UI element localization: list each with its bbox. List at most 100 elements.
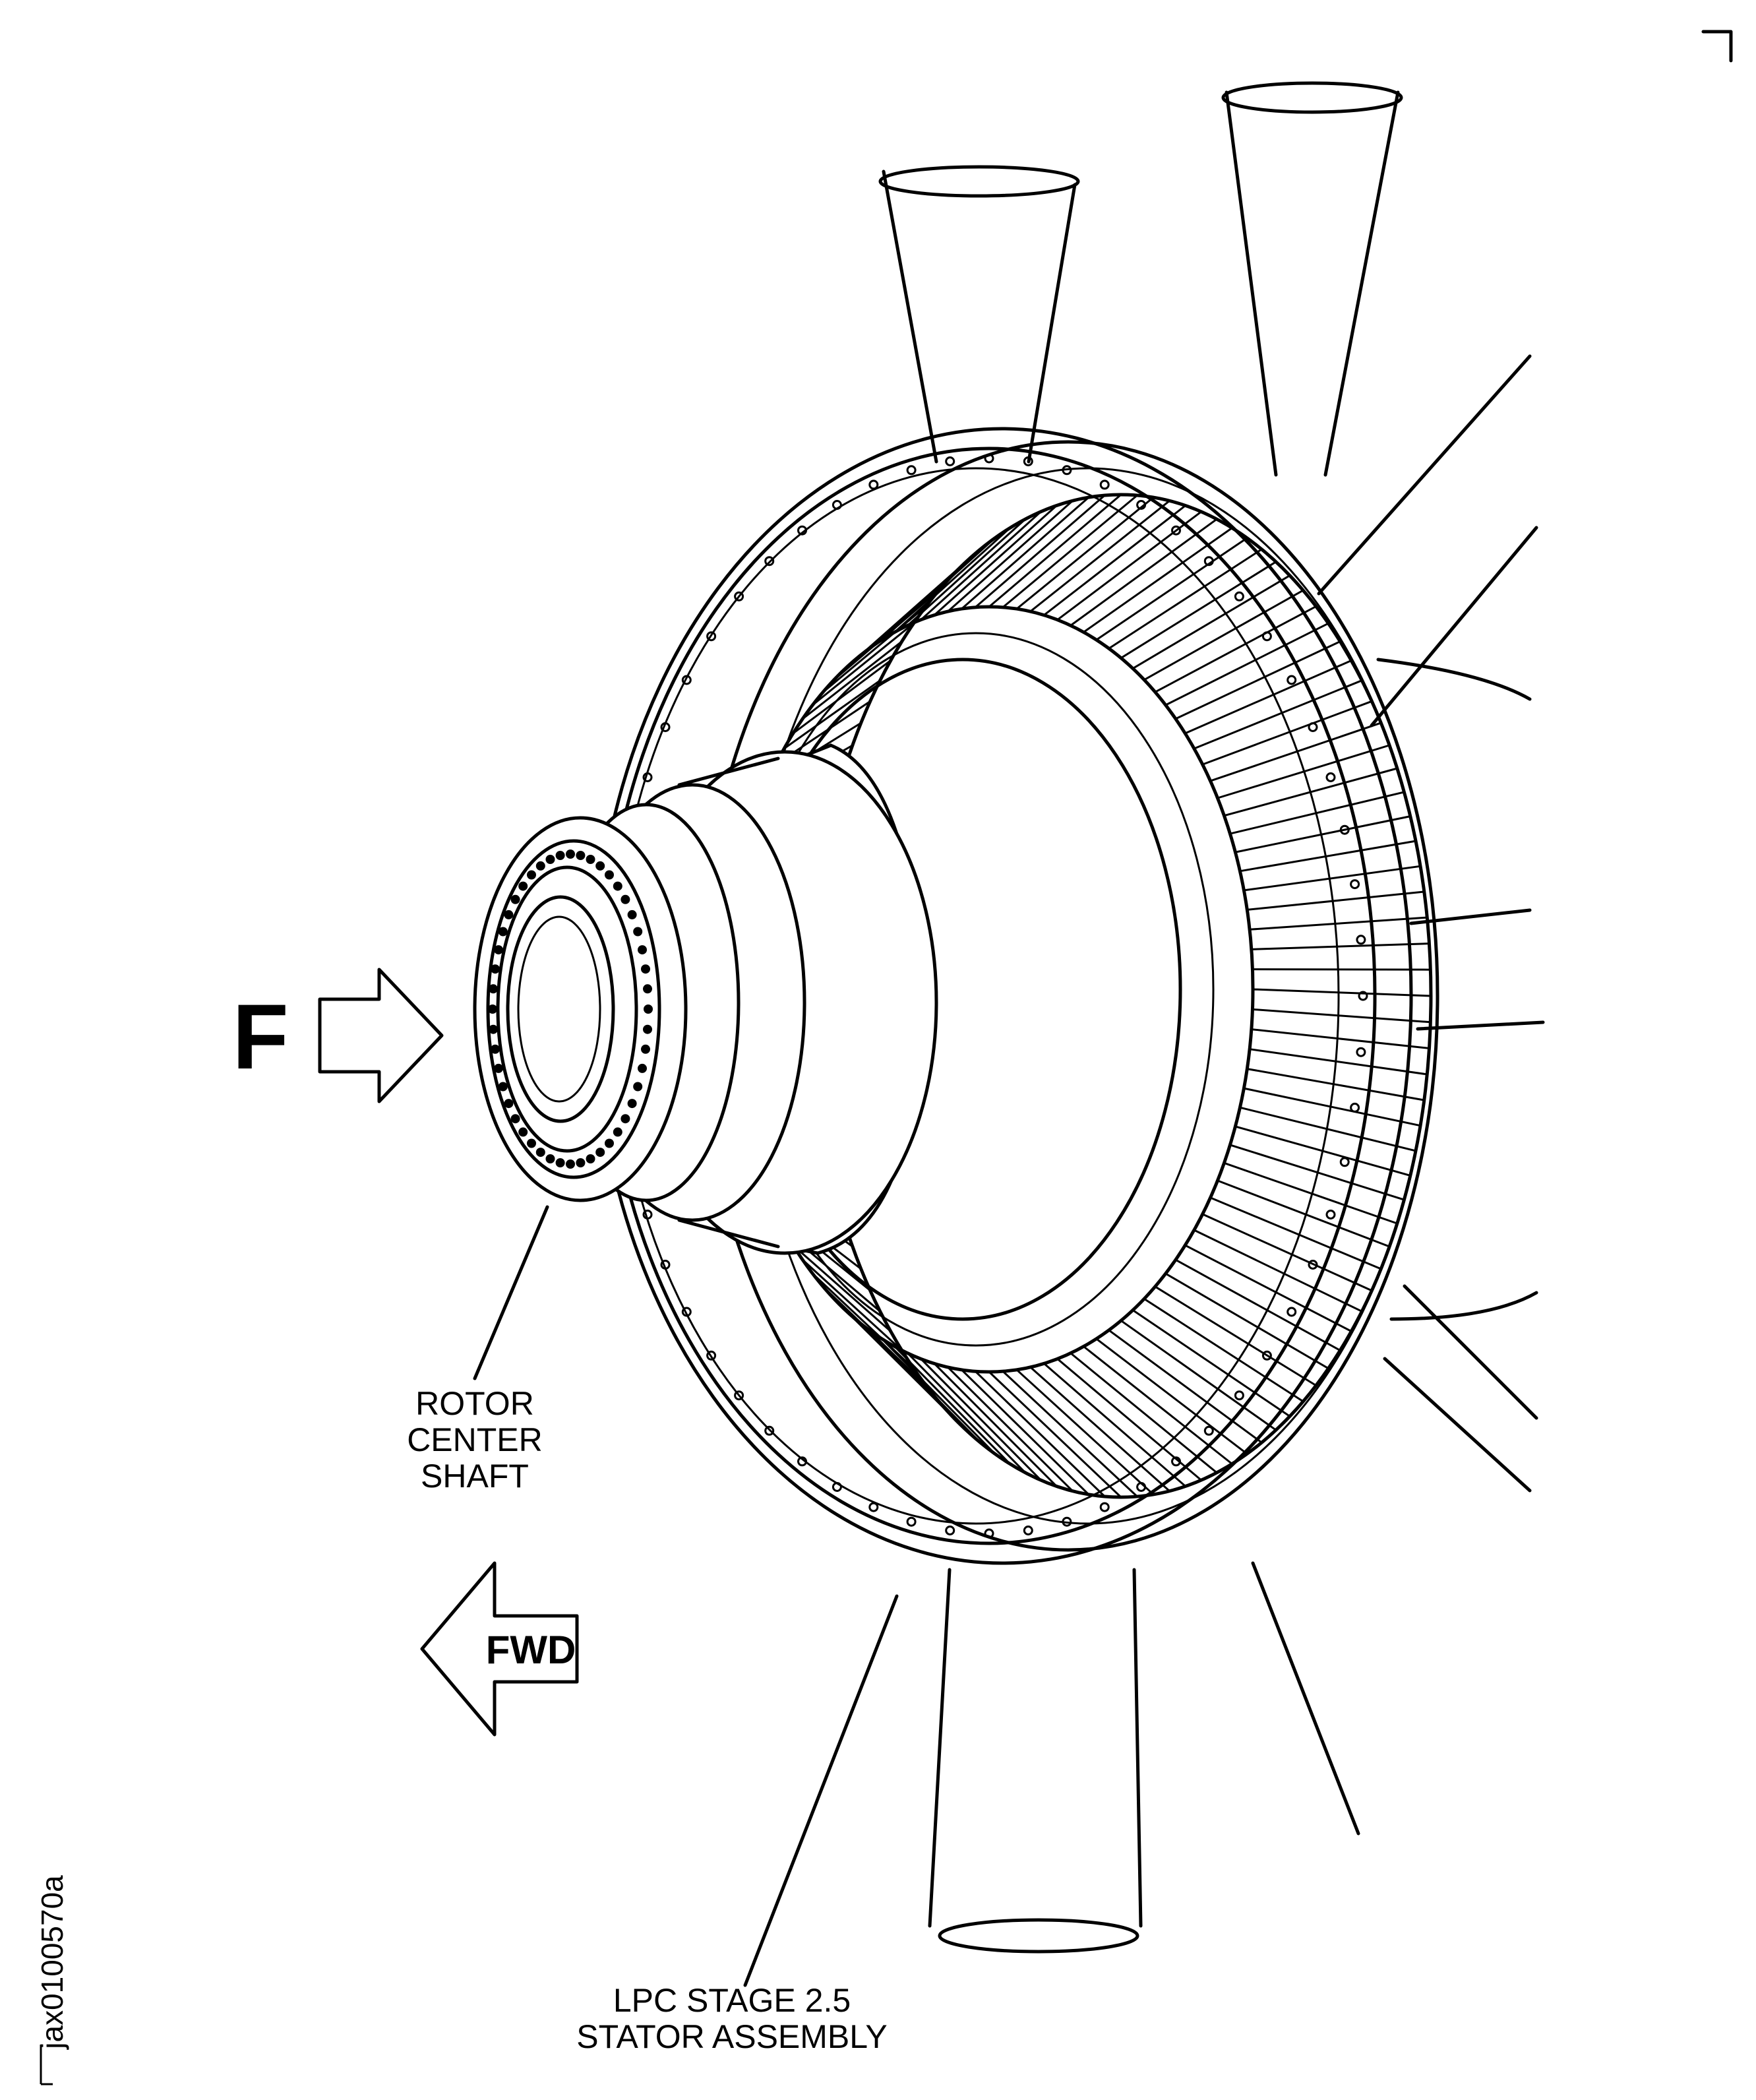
bolt-hole (906, 465, 917, 476)
spline-tooth (527, 1138, 536, 1148)
stator-vane (812, 1272, 915, 1369)
spline-tooth (638, 945, 647, 955)
stator-vane (1095, 1338, 1248, 1455)
bolt-hole (1308, 722, 1318, 732)
bolt-hole (1261, 631, 1272, 642)
stator-vane (1015, 497, 1155, 610)
spline-tooth (504, 1099, 514, 1109)
bolt-hole (945, 1526, 955, 1535)
stator-vane (792, 1244, 892, 1332)
spline-tooth (638, 1063, 647, 1073)
spline-tooth (555, 851, 565, 860)
stator-vane (1184, 1244, 1352, 1332)
bolt-hole (642, 1210, 653, 1220)
bolt-hole (1023, 456, 1033, 466)
stator-vane (1132, 1309, 1290, 1417)
rotor-label-line-1: ROTOR (415, 1385, 534, 1422)
figure-id-tick (40, 2045, 53, 2085)
bolt-hole (868, 479, 879, 490)
stator-vane (1251, 942, 1430, 950)
stator-vane (1217, 744, 1390, 799)
bolt-hole (945, 456, 955, 466)
stator-vane (1165, 622, 1329, 706)
bolt-hole (1099, 479, 1110, 490)
stator-vane (1235, 815, 1411, 853)
bolt-hole (642, 772, 653, 782)
bolt-hole (797, 1456, 807, 1467)
stator-vane (1070, 518, 1218, 627)
spline-tooth (510, 1114, 520, 1124)
spline-tooth (644, 1004, 653, 1014)
stator-vane (1202, 700, 1372, 766)
stator-vane (1083, 527, 1233, 633)
spline-tooth (621, 894, 630, 904)
spline-tooth (489, 1024, 498, 1034)
bolt-hole (660, 722, 671, 732)
stator-vane (802, 1258, 903, 1351)
stator-vane (907, 518, 1026, 627)
stator-vane (1249, 916, 1428, 931)
stator-vane (1234, 1125, 1411, 1177)
stator-vane (881, 1338, 996, 1455)
spline-tooth (545, 855, 555, 864)
bolt-hole (1325, 1210, 1336, 1220)
stator-vane (1229, 1144, 1405, 1201)
stator-vane (1209, 1196, 1381, 1270)
stator-vane (822, 605, 927, 693)
spline-tooth (494, 945, 503, 955)
spline-tooth (621, 1114, 630, 1124)
stator-vane (933, 505, 1058, 616)
stator-vane (1252, 1008, 1431, 1024)
stator-vane (1247, 890, 1424, 911)
stator-vane (802, 640, 903, 720)
stator-vane (961, 497, 1089, 610)
stator-label-line-1: LPC STAGE 2.5 (613, 1982, 851, 2019)
stator-vane (947, 500, 1074, 613)
stator-vane (1056, 1358, 1202, 1481)
bolt-hole (1203, 556, 1214, 567)
bolt-hole (1062, 1516, 1072, 1527)
bolt-hole (1136, 500, 1147, 510)
strut-vanes (878, 81, 1545, 1954)
stator-vane (1108, 548, 1263, 650)
spline-tooth (488, 1004, 497, 1014)
bolt-hole (1136, 1482, 1147, 1492)
bolt-hole (764, 556, 775, 567)
stator-vane (1029, 1366, 1170, 1492)
spline-tooth (643, 1024, 652, 1034)
stator-vane (988, 1371, 1122, 1498)
stator-vane (1240, 840, 1416, 873)
stator-vane (1070, 1352, 1218, 1473)
stator-vane (1194, 1229, 1362, 1312)
stator-vane (1143, 589, 1304, 681)
bolt-hole (1023, 1526, 1033, 1535)
spline-tooth (641, 1044, 650, 1054)
stator-vane (1056, 510, 1202, 621)
stator-vane (1002, 1371, 1138, 1498)
stator-vane (1015, 1369, 1155, 1495)
stator-vane (1244, 865, 1421, 892)
spline-tooth (566, 1159, 575, 1169)
bolt-hole (984, 453, 994, 464)
bolt-hole (797, 525, 807, 536)
rotor-center-shaft-body (473, 743, 938, 1255)
rotor-label-line-2: CENTER (407, 1421, 543, 1458)
spline-tooth (633, 1082, 643, 1092)
figure-id: jax0100570a (35, 1875, 69, 2051)
spline-tooth (494, 1063, 503, 1073)
spline-tooth (595, 861, 605, 871)
view-arrow (318, 968, 444, 1103)
stator-vane (1244, 1087, 1421, 1127)
stator-vane (1043, 1363, 1186, 1487)
stator-vane (783, 679, 881, 750)
stator-vane (881, 537, 996, 641)
stator-vane (920, 1358, 1042, 1481)
stator-vane (907, 1352, 1026, 1473)
stator-vane (1120, 1320, 1277, 1431)
bolt-hole (1339, 1157, 1350, 1167)
stator-vane (988, 493, 1122, 608)
stator-vane (1184, 660, 1352, 735)
bolt-hole (1308, 1260, 1318, 1270)
spline-tooth (491, 964, 500, 974)
stator-vane (1132, 574, 1290, 669)
